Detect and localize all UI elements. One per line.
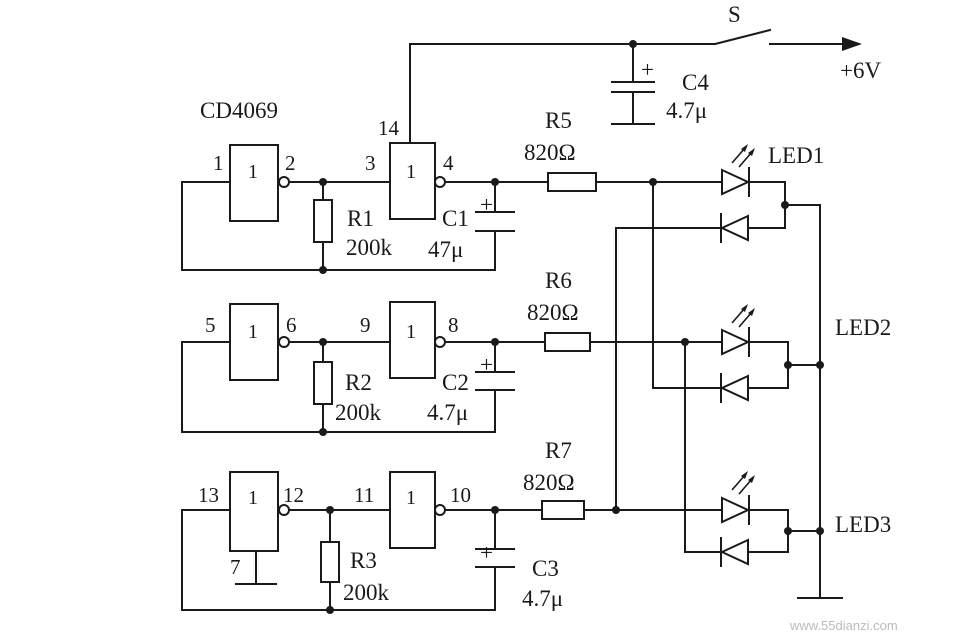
c3-plus: +	[480, 540, 493, 565]
c3-value: 4.7μ	[522, 586, 563, 611]
c4-value: 4.7μ	[666, 98, 707, 123]
led2-label: LED2	[835, 315, 891, 340]
gate-1a-symbol: 1	[248, 161, 258, 183]
r3-name: R3	[350, 548, 377, 573]
supply-rail	[409, 28, 862, 186]
c1-value: 47μ	[428, 237, 463, 262]
gate-3b-symbol: 1	[406, 487, 416, 509]
r1-name: R1	[347, 206, 374, 231]
inverter-gate-1b	[389, 142, 446, 220]
inverter-gate-3b	[389, 471, 446, 549]
ic-name: CD4069	[200, 98, 278, 123]
c2-plus: +	[480, 352, 493, 377]
gate-3a-symbol: 1	[248, 487, 258, 509]
inverter-gate-2a	[229, 303, 290, 381]
led1-reverse-diode	[719, 213, 749, 243]
r5-name: R5	[545, 108, 572, 133]
gate-2a-symbol: 1	[248, 321, 258, 343]
gate-1b-symbol: 1	[406, 161, 416, 183]
capacitor-c4	[611, 43, 655, 125]
stage-2-wiring	[181, 338, 721, 436]
resistor-r1	[313, 199, 333, 243]
c2-value: 4.7μ	[427, 400, 468, 425]
r2-name: R2	[345, 370, 372, 395]
gnd-pin-label: 7	[230, 555, 241, 579]
led3-reverse-diode	[719, 537, 749, 567]
pin-label: 12	[283, 483, 304, 507]
supply-label: +6V	[840, 58, 881, 83]
inverter-gate-3a	[229, 471, 290, 552]
r6-name: R6	[545, 268, 572, 293]
resistor-r5	[547, 172, 597, 192]
inverter-gate-1a	[229, 144, 290, 222]
capacitor-c2	[475, 371, 515, 403]
led-cross-wiring	[615, 181, 843, 599]
stage-1-wiring	[181, 178, 721, 274]
c2-name: C2	[442, 370, 469, 395]
led3-label: LED3	[835, 512, 891, 537]
capacitor-c1	[475, 211, 515, 246]
capacitor-c3	[475, 548, 515, 581]
pin-label: 1	[213, 151, 224, 175]
r6-value: 820Ω	[527, 300, 579, 325]
watermark: www.55dianzi.com	[789, 618, 898, 633]
led1-light-arrows	[731, 144, 755, 168]
led1-forward-diode	[721, 167, 751, 197]
inverter-gate-2b	[389, 301, 446, 379]
c1-plus: +	[480, 192, 493, 217]
pin-label: 13	[198, 483, 219, 507]
c1-name: C1	[442, 206, 469, 231]
led3-forward-diode	[721, 495, 751, 525]
switch-label: S	[728, 2, 741, 27]
r1-value: 200k	[346, 235, 393, 260]
resistor-r6	[544, 332, 591, 352]
led3-light-arrows	[731, 471, 755, 495]
pin-label: 11	[354, 483, 374, 507]
pin-label: 10	[450, 483, 471, 507]
vdd-pin-label: 14	[378, 116, 400, 140]
c4-name: C4	[682, 70, 709, 95]
pin-label: 9	[360, 313, 371, 337]
resistor-r7	[541, 500, 585, 520]
resistor-r3	[320, 541, 340, 583]
pin-label: 2	[285, 151, 296, 175]
r5-value: 820Ω	[524, 140, 576, 165]
c4-plus-mark: +	[641, 57, 654, 82]
pin-label: 4	[443, 151, 454, 175]
r3-value: 200k	[343, 580, 390, 605]
led1-label: LED1	[768, 143, 824, 168]
pin-label: 6	[286, 313, 297, 337]
r2-value: 200k	[335, 400, 382, 425]
led2-light-arrows	[731, 304, 755, 328]
r7-value: 820Ω	[523, 470, 575, 495]
r7-name: R7	[545, 438, 572, 463]
led2-reverse-diode	[719, 373, 749, 403]
pin-label: 5	[205, 313, 216, 337]
pin-label: 8	[448, 313, 459, 337]
c3-name: C3	[532, 556, 559, 581]
pin-label: 3	[365, 151, 376, 175]
stage-3-wiring	[181, 506, 620, 614]
gate-2b-symbol: 1	[406, 321, 416, 343]
led2-forward-diode	[721, 327, 751, 357]
resistor-r2	[313, 361, 333, 405]
